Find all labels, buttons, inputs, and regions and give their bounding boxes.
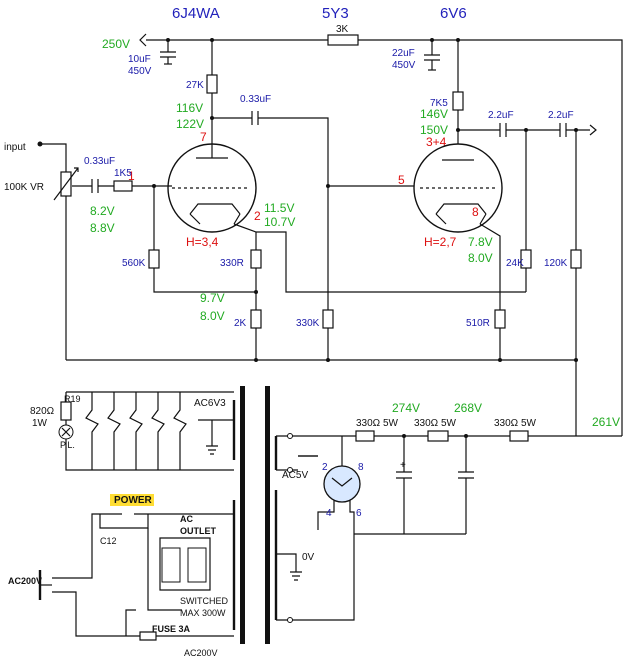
label-7k5: 7K5 xyxy=(430,98,448,109)
label-h34: H=3,4 xyxy=(186,235,219,249)
b-plus-rail xyxy=(139,33,623,430)
label-22uf: 22uF xyxy=(392,48,415,59)
label-rect-pin2: 2 xyxy=(322,462,328,473)
label-9-7v: 9.7V xyxy=(200,291,225,305)
label-3k: 3K xyxy=(336,24,349,35)
label-22uf-450v: 450V xyxy=(392,60,416,71)
label-510r: 510R xyxy=(466,318,490,329)
rectifier-5y3 xyxy=(317,436,361,534)
label-2-2uf-a: 2.2uF xyxy=(488,110,514,121)
capacitor-10uf xyxy=(160,40,176,65)
label-2k: 2K xyxy=(234,318,247,329)
label-plus: + xyxy=(400,460,406,471)
label-1w: 1W xyxy=(32,418,48,429)
label-rect-pin4: 4 xyxy=(326,508,332,519)
label-max300: MAX 300W xyxy=(180,608,226,618)
label-330-5w-c: 330Ω 5W xyxy=(494,418,537,429)
label-pin2: 2 xyxy=(254,209,261,223)
tube-6j4wa-title: 6J4WA xyxy=(172,5,220,22)
label-10uf-450v: 450V xyxy=(128,66,152,77)
label-268v: 268V xyxy=(454,401,482,415)
label-8-0v: 8.0V xyxy=(468,251,493,265)
tube-6j4wa xyxy=(167,143,257,233)
ground-rail xyxy=(66,358,578,430)
label-1k5: 1K5 xyxy=(114,168,132,179)
label-fuse-3a: FUSE 3A xyxy=(152,624,191,634)
label-560k: 560K xyxy=(122,258,146,269)
label-122v: 122V xyxy=(176,117,204,131)
label-250v: 250V xyxy=(102,37,130,51)
label-pl: P.L. xyxy=(60,440,75,450)
label-274v: 274V xyxy=(392,401,420,415)
power-transformer xyxy=(232,386,355,644)
label-820: 820Ω xyxy=(30,406,55,417)
label-pin34: 3+4 xyxy=(426,135,447,149)
label-11-5v: 11.5V xyxy=(264,201,294,215)
tube-5y3-title: 5Y3 xyxy=(322,5,349,22)
label-switched: SWITCHED xyxy=(180,596,228,606)
power-label-bg xyxy=(110,494,154,506)
resistor-7k5 xyxy=(452,40,464,160)
ht-line xyxy=(298,430,623,535)
label-033uf-a: 0.33uF xyxy=(240,94,271,105)
mains-section xyxy=(38,513,234,641)
label-261v: 261V xyxy=(592,415,620,429)
label-pin8: 8 xyxy=(472,205,479,219)
label-330r: 330R xyxy=(220,258,244,269)
label-ac-outlet-1: AC xyxy=(180,514,193,524)
heater-bank xyxy=(58,391,234,471)
label-7-8v: 7.8V xyxy=(468,235,493,249)
label-330k: 330K xyxy=(296,318,320,329)
label-116v: 116V xyxy=(176,101,203,115)
input-network xyxy=(37,141,172,360)
label-pin7: 7 xyxy=(200,130,207,144)
label-27k: 27K xyxy=(186,80,204,91)
label-146v: 146V xyxy=(420,107,448,121)
label-8-2v: 8.2V xyxy=(90,204,115,218)
feedback-wire xyxy=(256,231,526,293)
label-330-5w-b: 330Ω 5W xyxy=(414,418,457,429)
label-power[interactable]: POWER xyxy=(114,495,153,506)
label-10uf: 10uF xyxy=(128,54,151,65)
output-caps xyxy=(458,123,597,360)
resistor-560k xyxy=(148,186,256,293)
label-input: input xyxy=(4,142,26,153)
resistor-330k xyxy=(322,184,420,360)
label-10-7v: 10.7V xyxy=(264,215,295,229)
label-8-0v-b: 8.0V xyxy=(200,309,225,323)
resistor-27k xyxy=(206,40,218,158)
label-24k: 24K xyxy=(506,258,524,269)
label-330-5w-a: 330Ω 5W xyxy=(356,418,399,429)
tube-6v6 xyxy=(413,143,506,360)
label-pin5: 5 xyxy=(398,173,405,187)
label-pin1: 1 xyxy=(128,169,135,183)
label-150v: 150V xyxy=(420,123,448,137)
label-r19: R19 xyxy=(64,394,81,404)
resistor-3k xyxy=(327,34,359,46)
label-2-2uf-b: 2.2uF xyxy=(548,110,574,121)
label-100k-vr: 100K VR xyxy=(4,182,44,193)
label-ac-outlet-2: OUTLET xyxy=(180,526,216,536)
tube-6v6-title: 6V6 xyxy=(440,5,467,22)
label-ac200v: AC200V xyxy=(8,576,42,586)
label-ac6v3: AC6V3 xyxy=(194,398,226,409)
label-ac5v: AC5V xyxy=(282,470,308,481)
label-rect-pin6: 6 xyxy=(356,508,362,519)
label-c12: C12 xyxy=(100,536,117,546)
label-ac200v-b: AC200V xyxy=(184,648,218,658)
label-h27: H=2,7 xyxy=(424,235,457,249)
label-rect-pin8: 8 xyxy=(358,462,364,473)
coupling-cap-033uf-a xyxy=(210,111,329,186)
capacitor-22uf xyxy=(424,40,440,71)
label-033uf-b: 0.33uF xyxy=(84,156,115,167)
label-8-8v: 8.8V xyxy=(90,221,115,235)
label-120k: 120K xyxy=(544,258,568,269)
label-0v: 0V xyxy=(302,552,315,563)
